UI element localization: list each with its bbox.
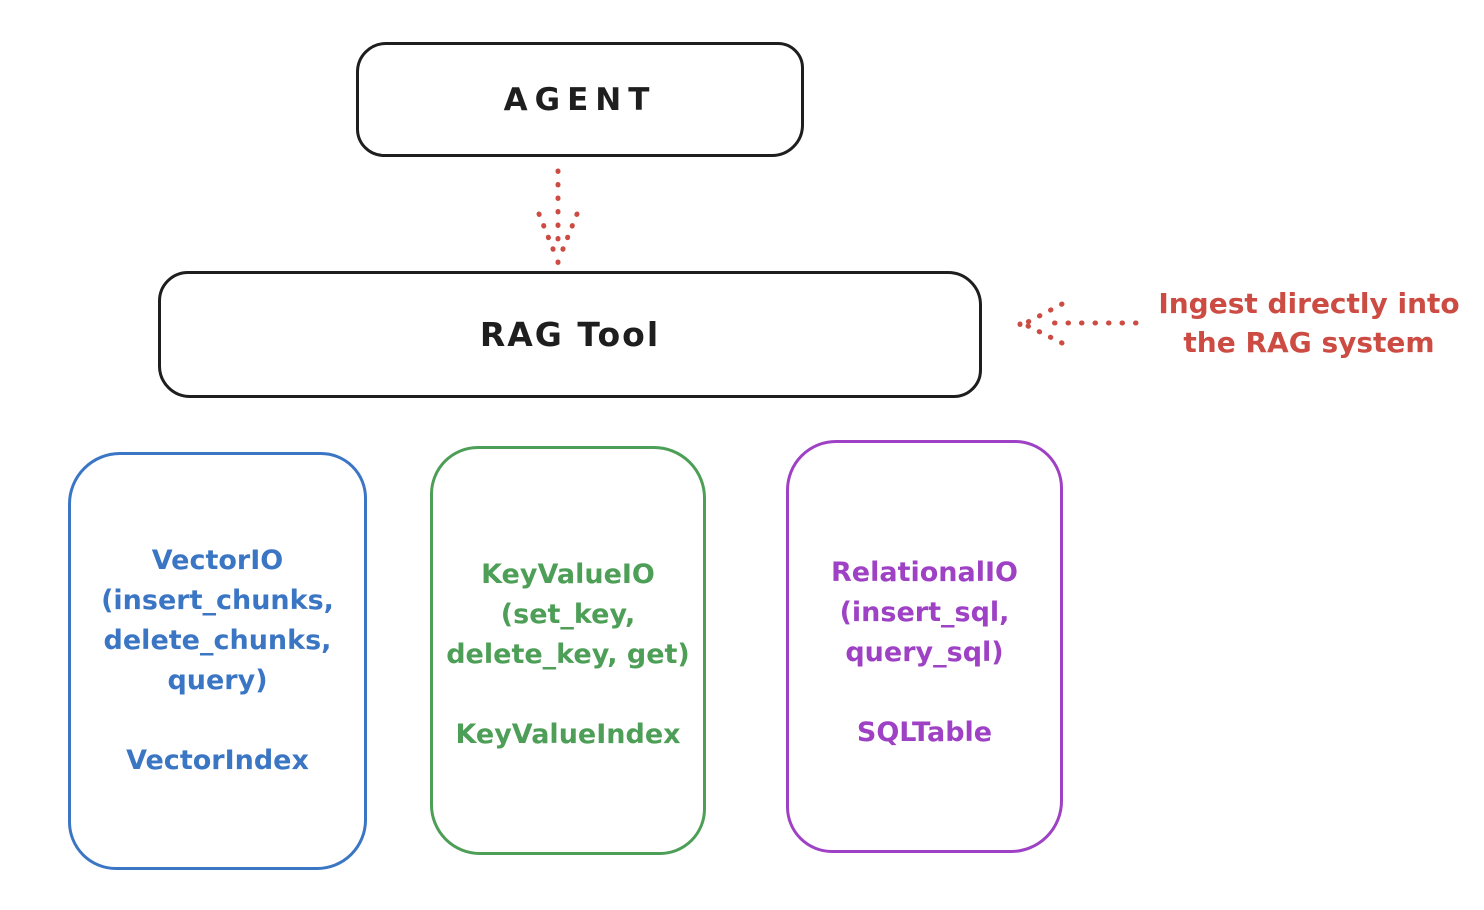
vectorio-method-line: (insert_chunks, xyxy=(101,585,334,616)
agent-node: AGENT xyxy=(356,42,804,157)
ingest-annotation-line2: the RAG system xyxy=(1183,326,1435,359)
relationalio-method-line: (insert_sql, xyxy=(839,597,1010,628)
keyvalueio-index-label: KeyValueIndex xyxy=(455,719,681,750)
ingest-annotation: Ingest directly into the RAG system xyxy=(1136,284,1482,362)
rag-tool-label: RAG Tool xyxy=(479,315,661,354)
ingest-annotation-line1: Ingest directly into xyxy=(1158,287,1460,320)
arrowhead-top-stroke xyxy=(1023,301,1065,326)
relationalio-box: RelationalIO (insert_sql, query_sql) SQL… xyxy=(786,440,1063,853)
arrowhead-left-stroke xyxy=(536,211,558,257)
vectorio-method-line: delete_chunks, xyxy=(103,625,332,656)
arrowhead-bottom-stroke xyxy=(1023,322,1065,346)
agent-to-ragtool-arrow xyxy=(536,168,580,266)
keyvalueio-box: KeyValueIO (set_key, delete_key, get) Ke… xyxy=(430,446,706,855)
vectorio-index-label: VectorIndex xyxy=(126,745,309,776)
agent-label: AGENT xyxy=(503,81,657,118)
relationalio-index-label: SQLTable xyxy=(856,717,993,748)
rag-tool-node: RAG Tool xyxy=(158,271,982,398)
ingest-arrow xyxy=(1017,301,1139,346)
relationalio-title: RelationalIO xyxy=(831,557,1018,588)
vectorio-title: VectorIO xyxy=(151,545,284,576)
keyvalueio-title: KeyValueIO xyxy=(481,559,655,590)
vectorio-method-line: query) xyxy=(167,665,268,696)
arrowhead-right-stroke xyxy=(558,211,580,257)
vectorio-box: VectorIO (insert_chunks, delete_chunks, … xyxy=(68,452,367,870)
keyvalueio-method-line: delete_key, get) xyxy=(446,639,690,670)
relationalio-method-line: query_sql) xyxy=(845,637,1004,668)
keyvalueio-method-line: (set_key, xyxy=(500,599,636,630)
